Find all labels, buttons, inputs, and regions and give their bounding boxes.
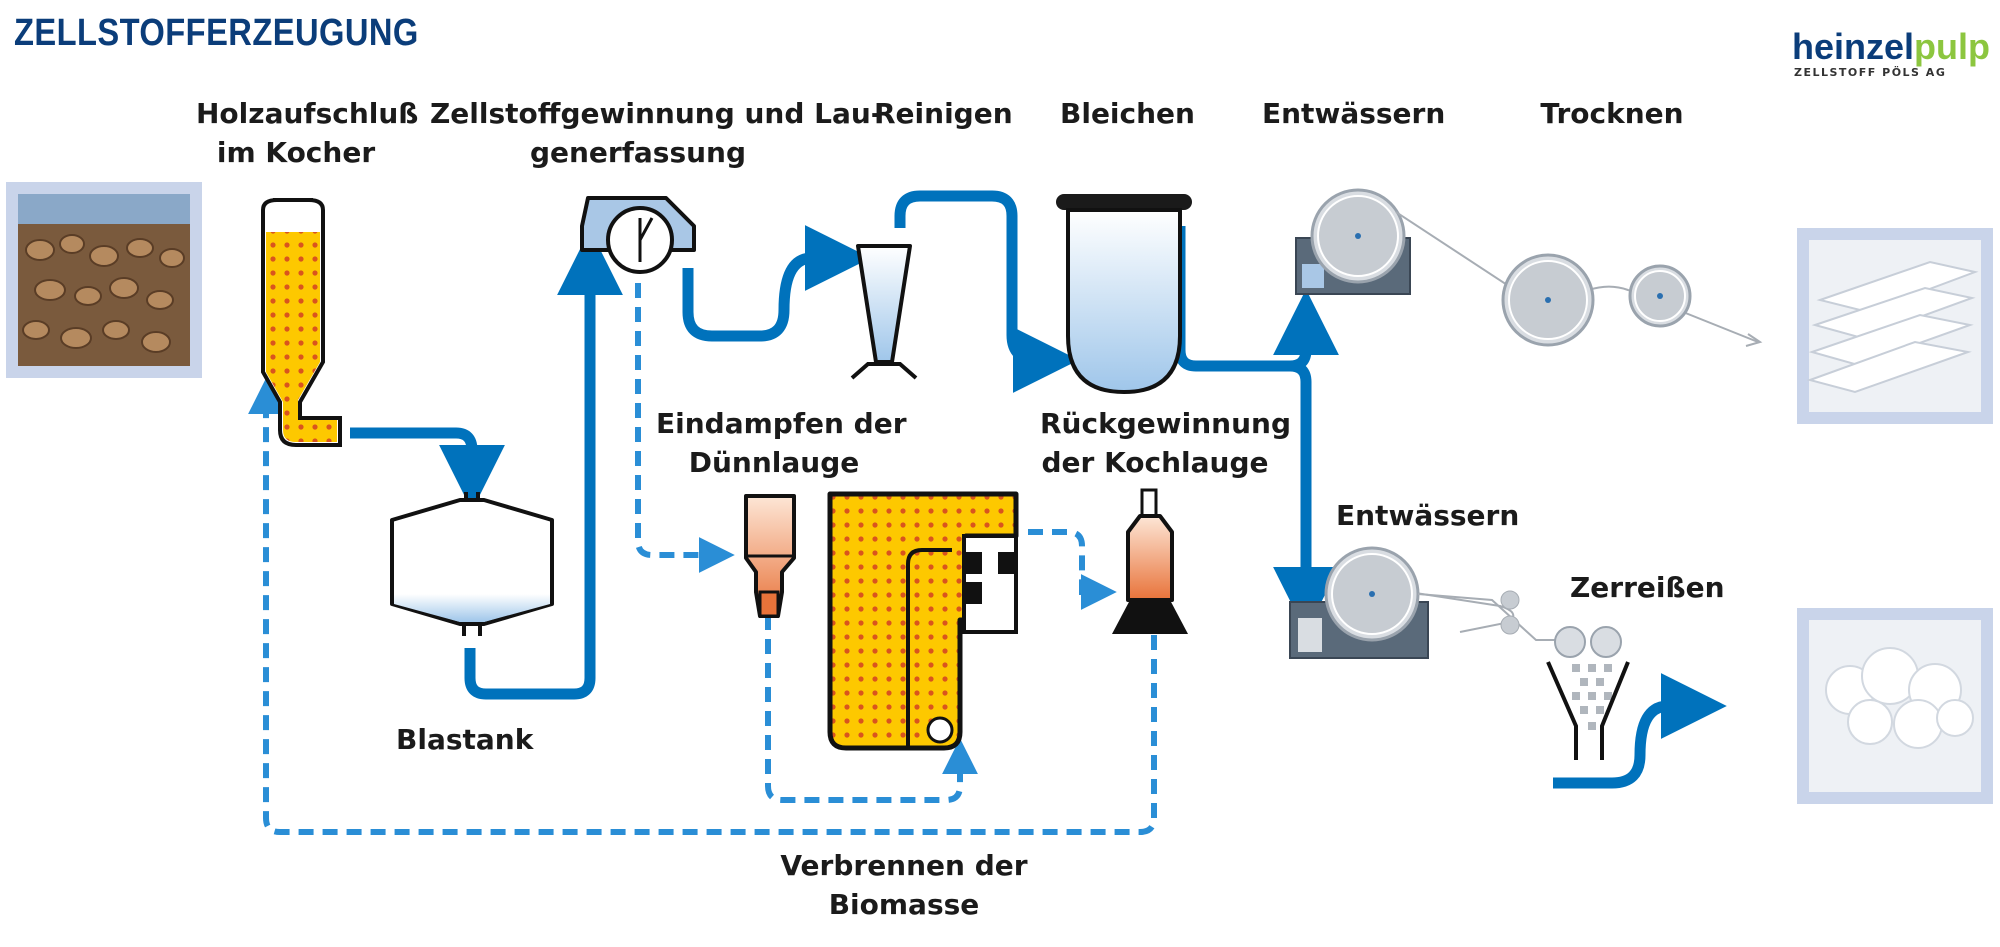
pulp-fluff-photo [1797,608,1993,804]
recovery-boiler [827,491,1019,751]
label-line: der Kochlauge [1041,446,1269,479]
step-label-holzaufschluss: Holzaufschluß im Kocher [196,94,419,172]
label-line: generfassung [529,136,747,169]
step-label-eindampfen: Eindampfen der Dünnlauge [656,404,907,482]
label-line: Eindampfen der [656,407,907,440]
hydrocyclone-cleaner [850,244,918,380]
logo-brand-part-1: heinzel [1791,26,1915,67]
step-label-blastank: Blastank [396,723,534,756]
page-title: ZELLSTOFFERZEUGUNG [14,12,419,54]
step-label-reinigen: Reinigen [874,97,1013,130]
recausticizing-unit [1112,488,1188,634]
cleaner-to-bleach-flow [894,190,1079,393]
step-label-bleichen: Bleichen [1060,97,1195,130]
shredder-output-flow [1553,673,1727,789]
blastank-to-washer-flow [464,229,623,700]
step-label-zellstoffgewinnung: Zellstoffgewinnung und Lau- generfassung [430,94,883,172]
company-logo: heinzelpulp ZELLSTOFF PÖLS AG [1791,26,1990,80]
drum-washer [580,196,696,274]
step-label-verbrennen: Verbrennen der Biomasse [776,846,1032,924]
wood-logs-photo [6,182,202,378]
cooker-vessel [261,198,342,447]
label-line: Dünnlauge [688,446,860,479]
step-label-entwaessern-bottom: Entwässern [1336,499,1520,532]
recovery-flows [248,283,1157,835]
logo-tagline: ZELLSTOFF PÖLS AG [1793,66,1947,79]
label-line: Holzaufschluß [196,97,419,130]
lye-to-evaporation-flow [635,283,735,573]
label-line: Verbrennen der [780,849,1028,882]
main-flows [350,190,1727,789]
bleach-to-dewater-bottom-flow [1273,360,1339,633]
shredder [1546,626,1630,760]
step-label-entwaessern-top: Entwässern [1262,97,1446,130]
step-label-rueckgewinnung: Rückgewinnung der Kochlauge [1040,404,1291,482]
step-label-zerreissen: Zerreißen [1570,571,1725,604]
label-line: Biomasse [828,888,980,921]
blastank [390,492,554,636]
cooker-to-blastank-flow [350,427,505,511]
label-line: im Kocher [216,136,376,169]
logo-brand-part-2: pulp [1914,26,1990,67]
dewatering-machine-bottom [1289,546,1568,659]
pulp-sheets-photo [1797,228,1993,424]
label-line: Rückgewinnung [1040,407,1291,440]
step-label-trocknen: Trocknen [1540,97,1684,130]
bleach-tower [1056,194,1192,395]
biomass-return-flow [248,378,1157,835]
boiler-to-recovery-flow [1028,529,1117,610]
evaporation-to-boiler-flow [765,615,978,803]
dryer-rolls [1395,211,1763,347]
bleach-to-dewater-top-flow [1174,226,1339,372]
dewatering-machine-top [1295,188,1411,295]
washer-to-cleaner-flow [682,225,871,342]
label-line: Zellstoffgewinnung und Lau- [430,97,883,130]
evaporator [744,494,796,618]
